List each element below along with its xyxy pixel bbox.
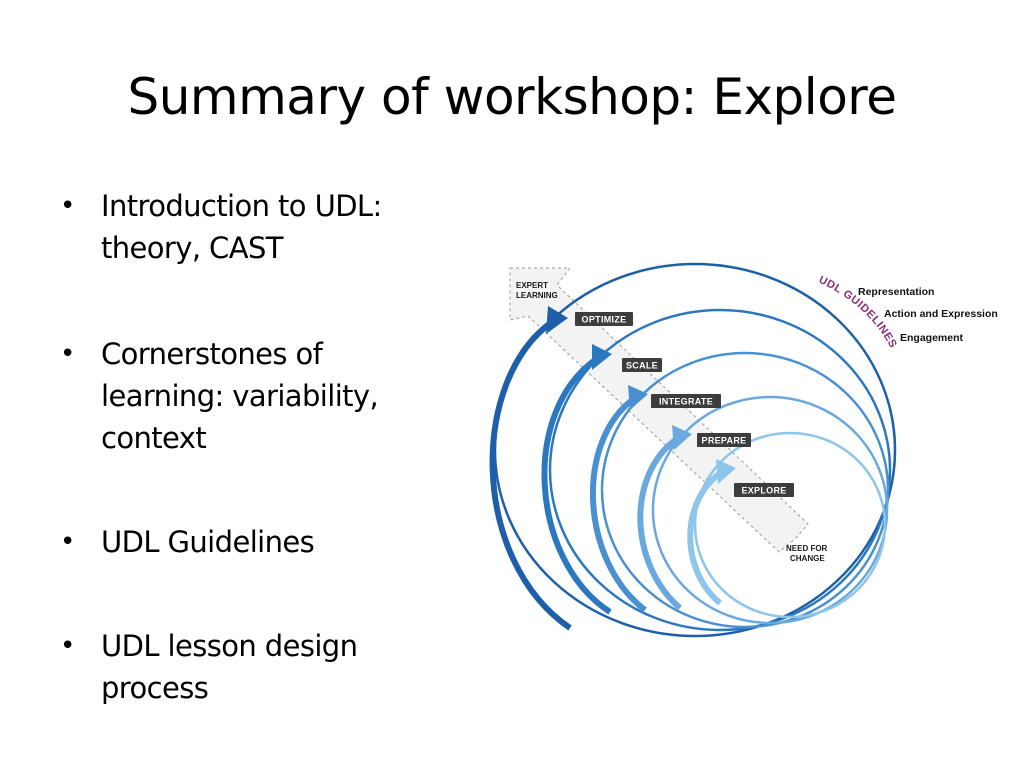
bullet-line: process <box>101 671 209 705</box>
arc-optimize <box>489 319 572 631</box>
endpoint-bottom-line-2: CHANGE <box>790 554 825 563</box>
bullet-line: Cornerstones of <box>101 337 323 371</box>
bullet-glyph: • <box>60 339 75 369</box>
arrowhead-prepare-icon <box>672 425 692 450</box>
bullet-line: UDL Guidelines <box>101 525 315 559</box>
bullet-line: UDL lesson design <box>101 629 358 663</box>
guideline-action-expression: Action and Expression <box>884 308 998 320</box>
arc-explore <box>687 469 724 606</box>
step-box-optimize <box>575 312 633 326</box>
bullet-glyph: • <box>60 191 75 221</box>
guideline-engagement: Engagement <box>900 332 964 344</box>
bullet-line: context <box>101 421 207 455</box>
endpoint-top-line-1: EXPERT <box>516 281 548 290</box>
arrowhead-explore-icon <box>716 459 736 484</box>
endpoint-top-line-2: LEARNING <box>516 291 558 300</box>
endpoint-bottom-line-1: NEED FOR <box>786 544 828 553</box>
arc-scale <box>541 355 612 615</box>
step-box-explore <box>734 483 794 497</box>
bullet-glyph: • <box>60 631 75 661</box>
arc-integrate <box>589 395 647 613</box>
ring-scale <box>548 308 892 632</box>
bullet-item: • Cornerstones of learning: variability,… <box>56 333 456 459</box>
arrowhead-scale-icon <box>592 344 612 370</box>
step-label-scale: SCALE <box>626 361 658 371</box>
guideline-representation: Representation <box>858 286 934 298</box>
bullet-item: • UDL lesson design process <box>56 625 456 709</box>
ring-explore <box>693 431 887 619</box>
bullet-item: • Introduction to UDL: theory, CAST <box>56 185 456 269</box>
bullet-line: learning: variability, <box>101 379 379 413</box>
bullet-line: theory, CAST <box>101 231 283 265</box>
step-label-optimize: OPTIMIZE <box>582 315 627 325</box>
bullet-item: • UDL Guidelines <box>56 521 456 563</box>
step-box-scale <box>622 358 662 372</box>
process-track <box>509 267 809 553</box>
step-label-prepare: PREPARE <box>702 436 747 446</box>
slide-title: Summary of workshop: Explore <box>127 68 897 126</box>
bullet-list: • Introduction to UDL: theory, CAST • Co… <box>56 185 456 709</box>
bullet-line: Introduction to UDL: <box>101 189 382 223</box>
step-label-integrate: INTEGRATE <box>659 397 713 407</box>
step-label-explore: EXPLORE <box>741 486 786 496</box>
arc-prepare <box>637 435 682 611</box>
step-box-prepare <box>697 433 751 447</box>
arrowhead-optimize-icon <box>546 306 568 334</box>
step-box-integrate <box>651 394 721 408</box>
arrowhead-integrate-icon <box>628 385 648 410</box>
ring-prepare <box>651 395 889 625</box>
ring-integrate <box>600 351 890 629</box>
bullet-glyph: • <box>60 527 75 557</box>
